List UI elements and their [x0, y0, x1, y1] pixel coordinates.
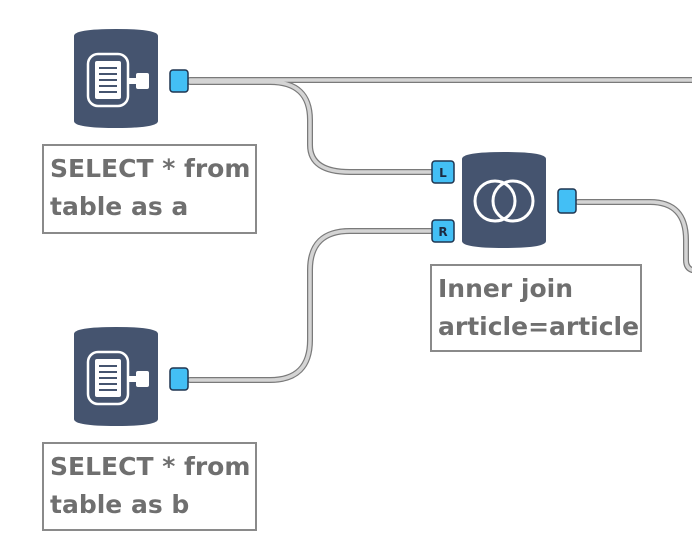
- book-icon: [72, 325, 160, 428]
- right-port-letter: R: [438, 225, 447, 239]
- left-input-port[interactable]: L: [431, 160, 455, 184]
- input-b-label-line-2: table as b: [50, 490, 190, 519]
- join-node-body: [462, 152, 546, 248]
- output-port-b[interactable]: [169, 367, 189, 391]
- join-node[interactable]: L R: [431, 152, 577, 248]
- input-a-label: SELECT * from table as a: [42, 144, 257, 234]
- input-node-b[interactable]: [72, 325, 189, 428]
- join-label: Inner join article=article: [430, 264, 642, 352]
- join-output-port[interactable]: [557, 188, 577, 214]
- join-label-line-2: article=article: [438, 312, 640, 341]
- input-node-a[interactable]: [72, 27, 189, 130]
- join-rings-icon: [473, 179, 535, 223]
- output-port-a[interactable]: [169, 69, 189, 93]
- input-b-label: SELECT * from table as b: [42, 442, 257, 531]
- connection-wires: [187, 77, 692, 383]
- input-a-label-line-1: SELECT * from: [50, 154, 251, 183]
- join-label-line-1: Inner join: [438, 274, 573, 303]
- input-a-label-line-2: table as a: [50, 192, 189, 221]
- left-port-letter: L: [439, 166, 447, 180]
- input-b-label-line-1: SELECT * from: [50, 452, 251, 481]
- right-input-port[interactable]: R: [431, 219, 455, 243]
- book-icon: [72, 27, 160, 130]
